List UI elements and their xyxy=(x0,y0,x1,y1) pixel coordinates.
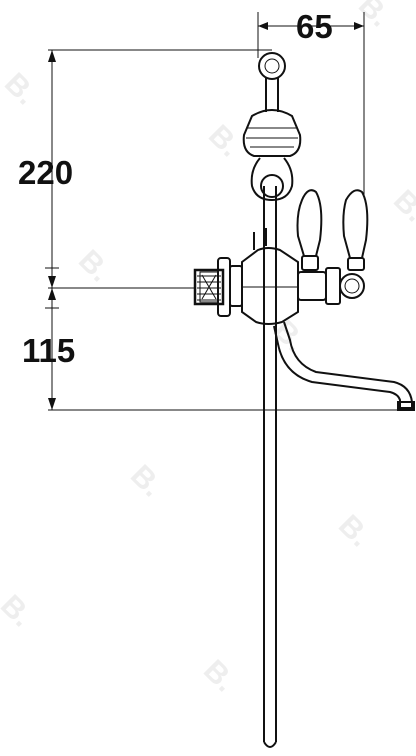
watermark: B. xyxy=(202,119,247,164)
watermark: B. xyxy=(72,244,117,289)
watermark: B. xyxy=(0,589,39,634)
dimension-lower-height-label: 115 xyxy=(22,332,75,369)
watermark: B. xyxy=(197,654,242,699)
watermark: B. xyxy=(387,184,416,229)
faucet-outline xyxy=(193,52,415,748)
watermark: B. xyxy=(352,0,397,33)
dimension-width-label: 65 xyxy=(296,8,333,45)
watermark: B. xyxy=(332,509,377,554)
dimension-upper-height-label: 220 xyxy=(18,154,73,191)
dimension-lines xyxy=(45,12,412,411)
watermark: B. xyxy=(0,67,43,112)
watermark: B. xyxy=(124,459,169,504)
